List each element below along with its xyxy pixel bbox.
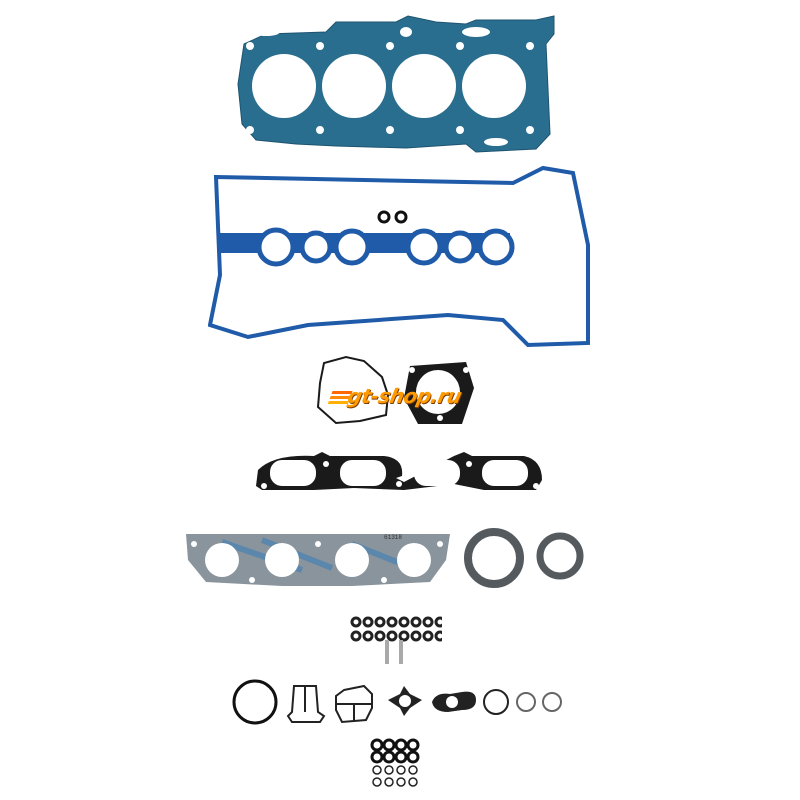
dowel-pins	[384, 640, 406, 666]
exhaust-donut-seal-large	[462, 526, 526, 590]
misc-gaskets-row	[230, 678, 570, 726]
throttle-body-gasket	[400, 358, 478, 428]
valve-cover-gasket	[208, 165, 598, 351]
small-o-rings	[370, 738, 422, 790]
watermark-text: gt-shop.ru	[345, 384, 464, 408]
exhaust-manifold-gasket	[182, 530, 454, 586]
valve-stem-seals	[350, 615, 442, 645]
cylinder-head-gasket	[236, 14, 558, 154]
exhaust-gasket-stamp: 61318	[384, 534, 403, 541]
irregular-gasket	[316, 355, 394, 425]
watermark-logo: gt-shop.ru	[331, 384, 478, 412]
intake-manifold-gasket	[254, 450, 546, 496]
exhaust-donut-seal-small	[534, 530, 590, 586]
